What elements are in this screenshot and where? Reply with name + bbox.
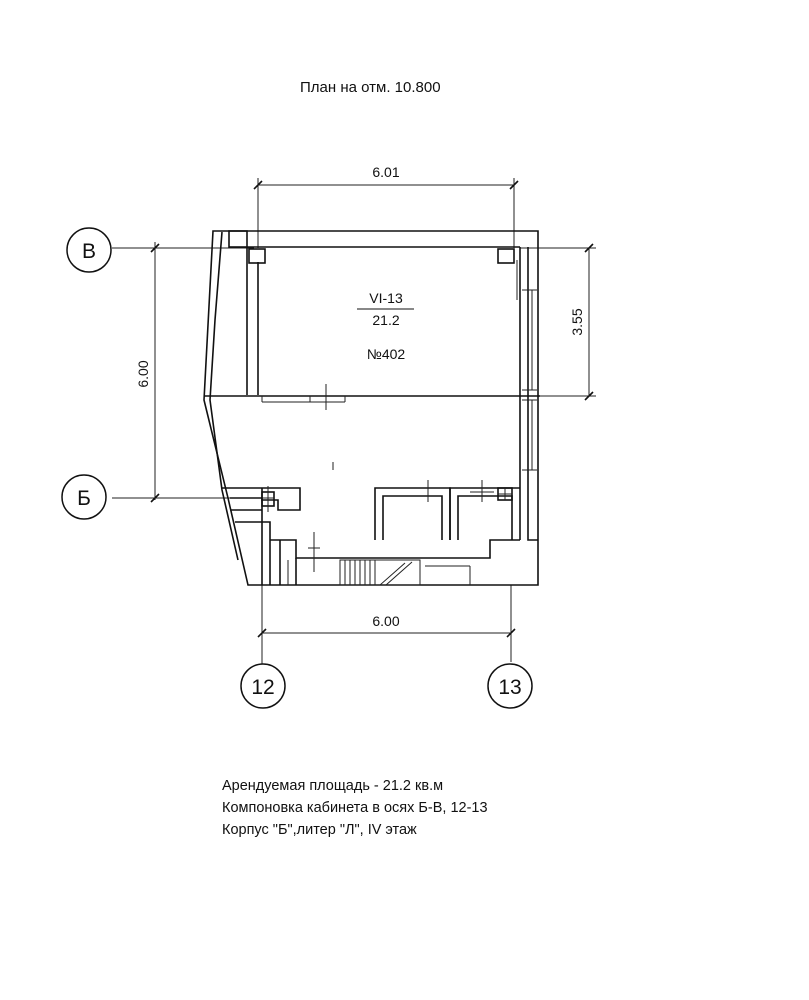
note-office-layout: Компоновка кабинета в осях Б-В, 12-13: [222, 800, 488, 816]
dimension-bottom-label: 6.00: [372, 613, 399, 629]
dimension-right-label: 3.55: [569, 308, 585, 335]
plan-notes: Арендуемая площадь - 21.2 кв.м Компоновк…: [222, 775, 488, 841]
plan-title: План на отм. 10.800: [300, 79, 441, 96]
dimension-left-label: 6.00: [135, 360, 151, 387]
axis-marker-13: 13: [487, 663, 533, 709]
stair-symbol: [339, 559, 471, 586]
axis-marker-v: В: [66, 227, 112, 273]
dimension-right: 3.55: [520, 243, 596, 401]
room-number: №402: [367, 346, 406, 362]
room-label: VI-13 21.2 №402: [357, 290, 414, 362]
building-walls: [203, 230, 540, 586]
axis-marker-b: Б: [61, 474, 107, 520]
note-building-floor: Корпус "Б",литер "Л", IV этаж: [222, 822, 417, 838]
dimension-bottom: 6.00: [257, 585, 516, 662]
note-rental-area: Арендуемая площадь - 21.2 кв.м: [222, 778, 444, 794]
axis-marker-12: 12: [240, 662, 286, 709]
dimension-top-label: 6.01: [372, 164, 399, 180]
axis-label-b: Б: [77, 487, 91, 510]
axis-label-v: В: [82, 240, 96, 263]
axis-label-13: 13: [498, 676, 521, 699]
dimension-top: 6.01: [253, 164, 519, 248]
room-area: 21.2: [372, 312, 399, 328]
room-code: VI-13: [369, 290, 403, 306]
axis-label-12: 12: [251, 676, 274, 699]
dimension-left: 6.00: [112, 242, 254, 503]
